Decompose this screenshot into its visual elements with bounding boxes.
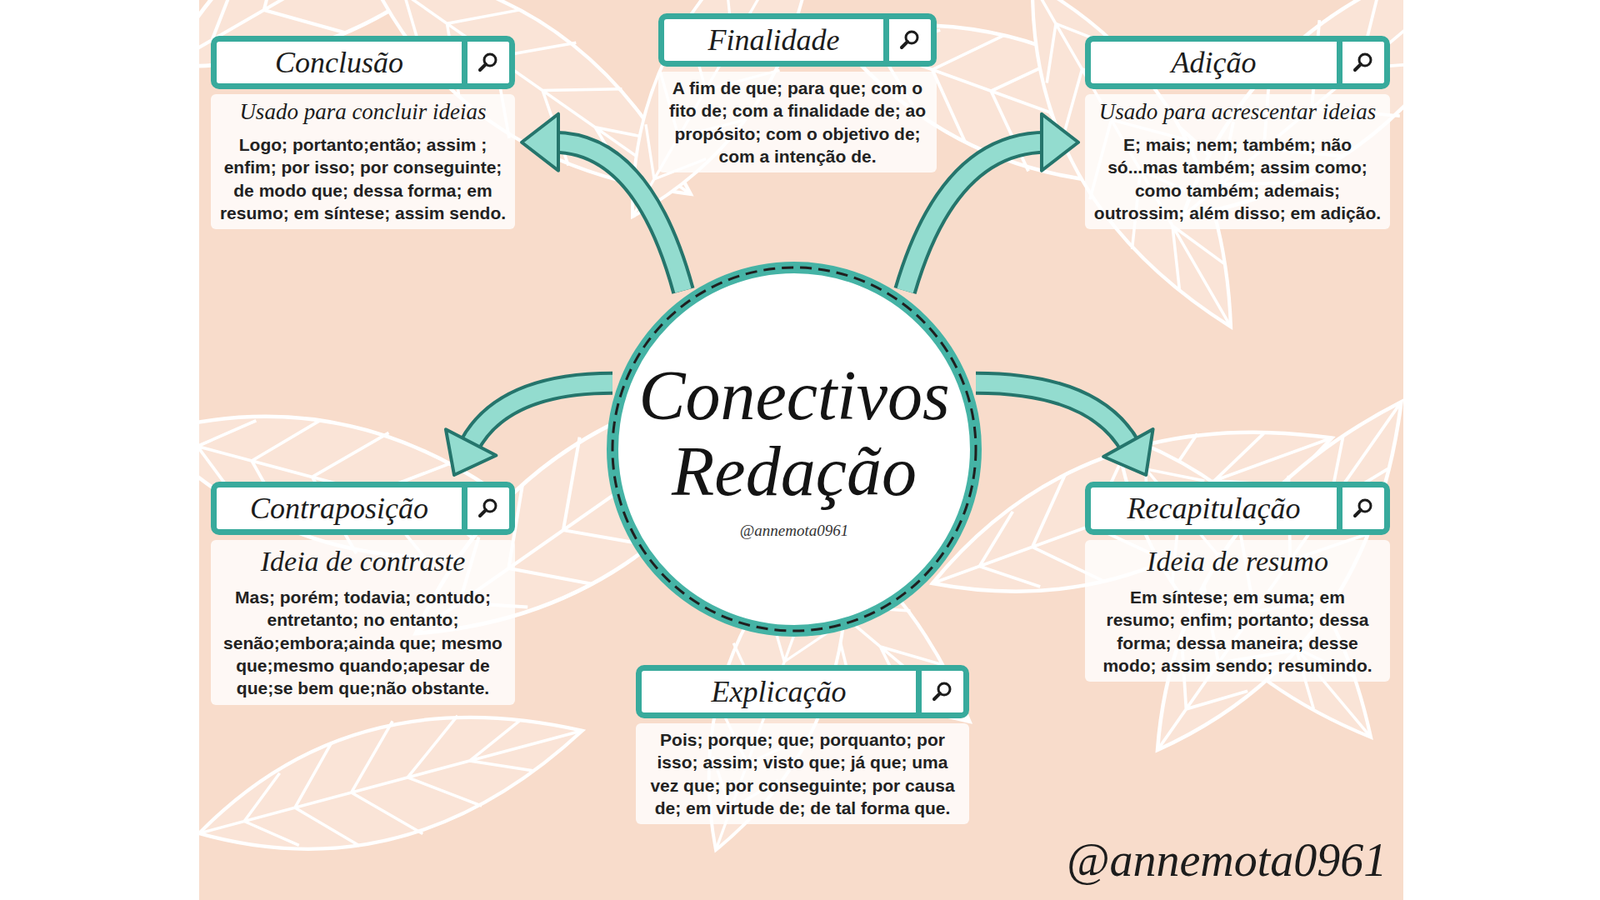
leaf: [199, 674, 598, 890]
search-icon: [930, 679, 955, 705]
arrow-outline: [975, 383, 1131, 448]
subtitle: Usado para acrescentar ideias: [1093, 99, 1382, 125]
heading-text: Adição: [1090, 41, 1337, 84]
text-panel: Ideia de contrasteMas; porém; todavia; c…: [210, 540, 515, 705]
connective-list: Mas; porém; todavia; contudo; entretanto…: [219, 585, 507, 700]
arrow-head: [1103, 429, 1153, 475]
watermark: @annemota0961: [1066, 833, 1387, 887]
author-handle: @annemota0961: [740, 521, 849, 540]
heading-text: Contraposição: [216, 487, 462, 530]
heading-bar: Explicação: [635, 665, 970, 719]
arrow-head: [445, 429, 496, 475]
search-icon: [1350, 50, 1376, 75]
search-icon: [897, 27, 923, 53]
search-icon-box: [1336, 487, 1385, 530]
heading-text: Conclusão: [216, 41, 462, 84]
search-icon: [475, 495, 501, 521]
subtitle: Usado para concluir ideias: [219, 99, 507, 125]
center-title: Conectivos Redação: [623, 358, 965, 510]
search-icon: [1350, 495, 1376, 521]
topic-card: ContraposiçãoIdeia de contrasteMas; poré…: [210, 481, 515, 705]
heading-text: Explicação: [641, 670, 916, 713]
heading-bar: Contraposição: [210, 481, 515, 535]
connective-list: Logo; portanto;então; assim ; enfim; por…: [219, 133, 507, 225]
connective-list: Em síntese; em suma; em resumo; enfim; p…: [1093, 585, 1382, 677]
arrow-head: [521, 114, 559, 171]
search-icon-box: [915, 670, 964, 713]
circle-content: Conectivos Redação @annemota0961: [605, 260, 983, 638]
search-icon-box: [883, 19, 931, 61]
handle: [934, 693, 940, 700]
subtitle: Ideia de contraste: [219, 545, 507, 578]
search-icon: [475, 50, 501, 75]
topic-card: ExplicaçãoPois; porque; que; porquanto; …: [635, 665, 970, 825]
text-panel: Usado para concluir ideiasLogo; portanto…: [210, 94, 515, 230]
arrow-body: [468, 383, 613, 448]
text-panel: Ideia de resumo Em síntese; em suma; em r…: [1085, 540, 1390, 682]
curved-arrow: [445, 383, 613, 475]
heading-bar: Conclusão: [210, 35, 515, 90]
handle: [1355, 64, 1361, 70]
heading-text: Recapitulação: [1090, 487, 1337, 530]
topic-card: AdiçãoUsado para acrescentar ideias E; ma…: [1085, 35, 1390, 230]
topic-card: Finalidade A fim de que; para que; com o …: [658, 13, 937, 173]
handle: [480, 510, 486, 516]
center-circle: Conectivos Redação @annemota0961: [605, 260, 983, 638]
text-panel: Usado para acrescentar ideias E; mais; ne…: [1085, 94, 1390, 230]
arrow-head: [1041, 114, 1079, 171]
search-icon-box: [461, 41, 510, 84]
topic-card: ConclusãoUsado para concluir ideiasLogo;…: [210, 35, 515, 230]
arrow-body: [975, 383, 1131, 448]
heading-text: Finalidade: [664, 19, 884, 61]
text-panel: A fim de que; para que; com o fito de; c…: [658, 71, 937, 173]
search-icon-box: [1336, 41, 1385, 84]
search-icon-box: [461, 487, 510, 530]
circle-fill: [612, 267, 976, 631]
dashed-ring: [612, 267, 976, 631]
text-panel: Pois; porque; que; porquanto; por isso; …: [635, 723, 970, 825]
connective-list: Pois; porque; que; porquanto; por isso; …: [644, 728, 961, 820]
subtitle: Ideia de resumo: [1093, 545, 1382, 578]
arrow-outline: [468, 383, 613, 448]
heading-bar: Finalidade: [658, 13, 937, 67]
heading-bar: Adição: [1085, 35, 1390, 90]
handle: [480, 64, 486, 70]
connective-list: E; mais; nem; também; não só...mas també…: [1093, 133, 1382, 225]
handle: [1355, 510, 1361, 516]
curved-arrow: [975, 383, 1154, 475]
heading-bar: Recapitulação: [1085, 481, 1390, 535]
connective-list: A fim de que; para que; com o fito de; c…: [666, 76, 929, 168]
topic-card: RecapitulaçãoIdeia de resumo Em síntese; …: [1085, 481, 1390, 682]
handle: [901, 41, 908, 48]
